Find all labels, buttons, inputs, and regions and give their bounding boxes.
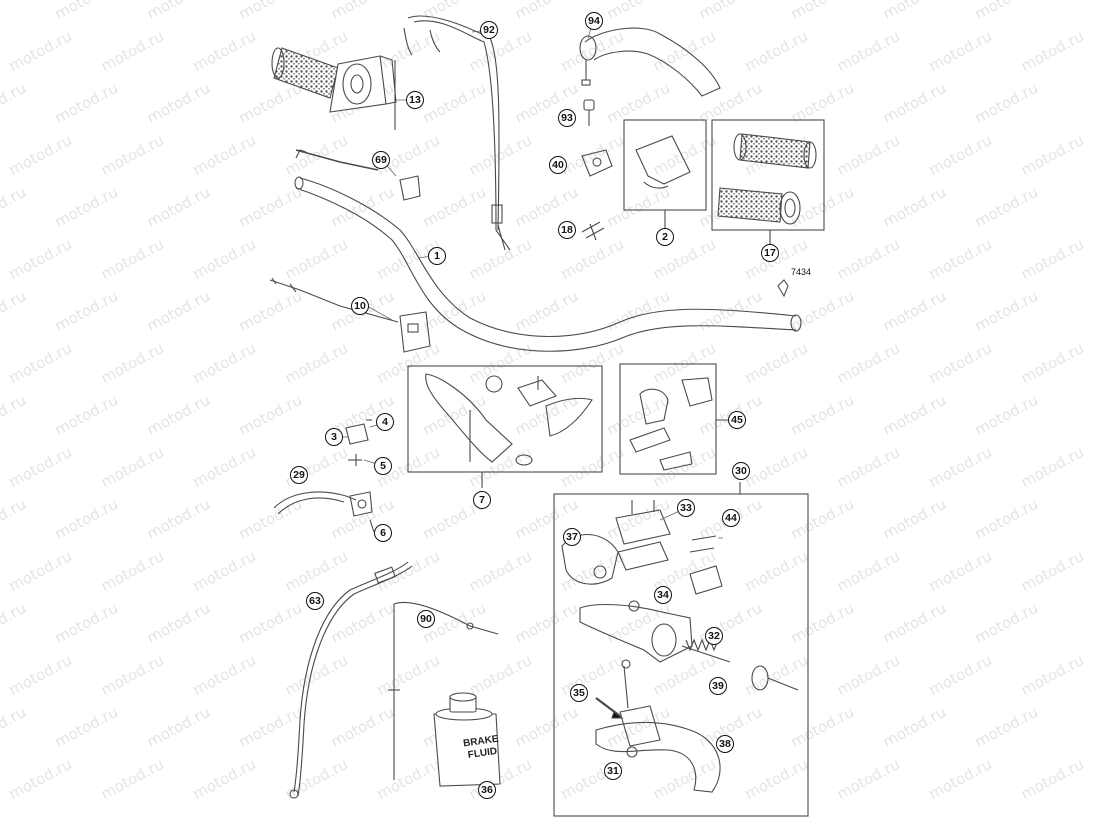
- callout-90: 90: [417, 610, 435, 628]
- callout-38: 38: [716, 735, 734, 753]
- screw-part: [583, 99, 595, 126]
- callout-45: 45: [728, 411, 746, 429]
- clutch-lever: [273, 491, 375, 533]
- callout-63: 63: [306, 592, 324, 610]
- clutch-cable: [289, 561, 413, 799]
- callout-31: 31: [604, 762, 622, 780]
- callout-92: 92: [480, 21, 498, 39]
- small-clamp-parts: [345, 419, 372, 466]
- throttle-cables: [403, 15, 511, 251]
- callout-6: 6: [374, 524, 392, 542]
- clamp-part: [581, 149, 613, 177]
- callout-69: 69: [372, 151, 390, 169]
- callout-17: 17: [761, 244, 779, 262]
- bar-end-part: [579, 27, 721, 97]
- callout-2: 2: [656, 228, 674, 246]
- brake-fluid-bottle: [433, 692, 501, 787]
- callout-37: 37: [563, 528, 581, 546]
- callout-10: 10: [351, 297, 369, 315]
- reference-number: 7434: [791, 267, 812, 277]
- callout-1: 1: [428, 247, 446, 265]
- callout-7: 7: [473, 491, 491, 509]
- callout-44: 44: [722, 509, 740, 527]
- grip-set-box: [711, 119, 825, 246]
- callout-34: 34: [654, 586, 672, 604]
- part-69: [295, 149, 421, 201]
- callout-35: 35: [570, 684, 588, 702]
- brake-master-cylinder-kit: [553, 482, 809, 817]
- handlebar: [294, 176, 802, 352]
- callout-18: 18: [558, 221, 576, 239]
- callout-40: 40: [549, 156, 567, 174]
- callout-30: 30: [732, 462, 750, 480]
- callout-4: 4: [376, 413, 394, 431]
- throttle-grip-assembly: [271, 47, 397, 130]
- callout-33: 33: [677, 499, 695, 517]
- hand-guard-kit: [407, 365, 603, 488]
- switch-part: [269, 277, 431, 353]
- callout-39: 39: [709, 677, 727, 695]
- lever-cover-kit: [623, 119, 707, 228]
- leader-lines: [340, 21, 735, 539]
- callout-32: 32: [705, 627, 723, 645]
- callout-5: 5: [374, 457, 392, 475]
- brake-cable: [388, 601, 499, 780]
- callout-36: 36: [478, 781, 496, 799]
- callout-3: 3: [325, 428, 343, 446]
- clamp-kit: [619, 363, 728, 475]
- fitting-part: [581, 221, 605, 241]
- callout-13: 13: [406, 91, 424, 109]
- callout-94: 94: [585, 12, 603, 30]
- callout-29: 29: [290, 466, 308, 484]
- callout-93: 93: [558, 109, 576, 127]
- bottle-label: BRAKE FLUID: [463, 734, 502, 763]
